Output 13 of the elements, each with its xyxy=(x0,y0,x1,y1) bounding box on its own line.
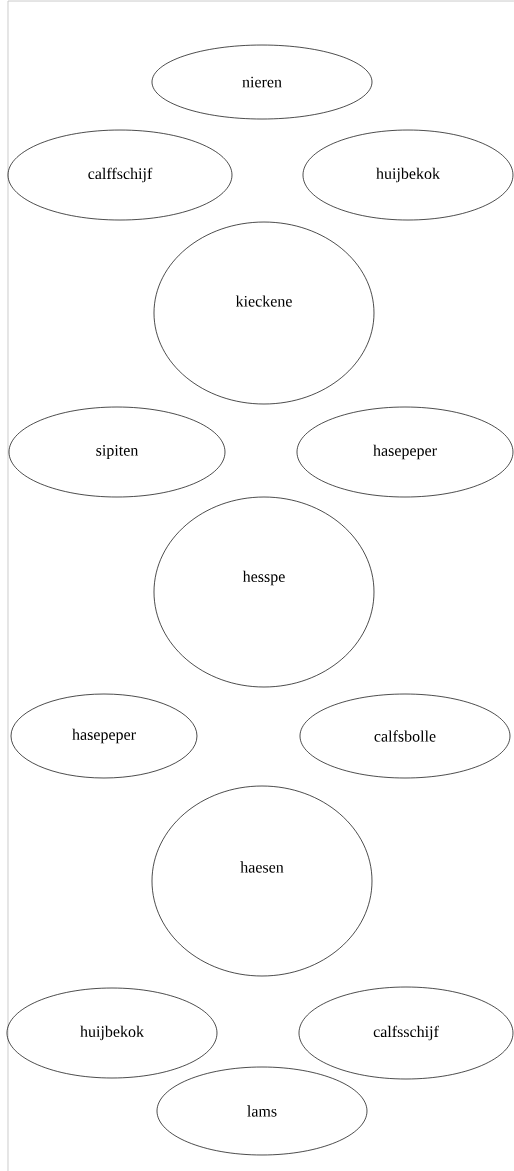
ellipse-node: huijbekok xyxy=(6,987,218,1079)
ellipse-node: huijbekok xyxy=(302,129,514,221)
ellipse-node: calffschijf xyxy=(7,129,233,221)
ellipse-node: sipiten xyxy=(8,406,226,498)
ellipse-node: nieren xyxy=(151,44,373,120)
ellipse-node: lams xyxy=(156,1066,368,1156)
ellipse-node: hasepeper xyxy=(296,406,514,498)
ellipse-node: kieckene xyxy=(153,221,375,405)
ellipse-node: hasepeper xyxy=(10,693,198,779)
ellipse-node: haesen xyxy=(151,785,373,977)
ellipse-node: calfsschijf xyxy=(298,986,514,1080)
ellipse-node: calfsbolle xyxy=(299,693,511,779)
ellipse-node: hesspe xyxy=(153,496,375,688)
